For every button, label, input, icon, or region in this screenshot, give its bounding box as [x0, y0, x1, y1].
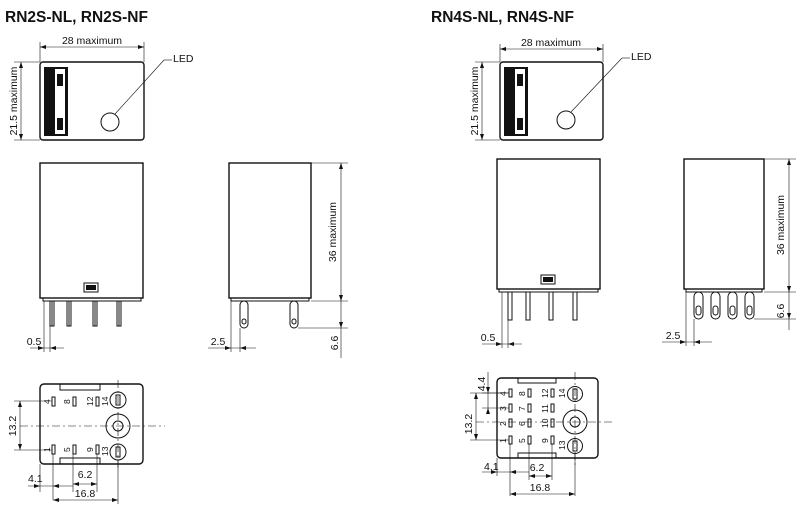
side-view-rn2s: 36 maximum 6.6 2.5 [208, 162, 348, 358]
pin-number: 5 [62, 447, 72, 452]
dim-13-2-rn2s: 13.2 [7, 416, 19, 437]
pin-number: 10 [540, 418, 550, 428]
pin-number: 8 [517, 391, 527, 396]
led-icon [100, 112, 120, 132]
pin-number: 13 [557, 440, 567, 450]
dim-4-1-rn4s: 4.1 [484, 461, 499, 473]
bottom-view-rn2s: 4 8 12 14 1 5 9 13 13.2 4.1 6.2 16.8 [7, 380, 165, 504]
dim-16-8-rn2s: 16.8 [75, 488, 96, 500]
side-pin-dim-rn2s: 2.5 [211, 336, 226, 348]
pin-number: 7 [517, 406, 527, 411]
pin-number: 12 [540, 388, 550, 398]
front-view-rn2s: 0.5 [27, 162, 144, 352]
pin-number: 3 [498, 406, 508, 411]
pinlen-dim-rn4s: 6.6 [775, 304, 787, 319]
pin-offset-dim-rn4s: 0.5 [481, 332, 496, 344]
pin-number: 9 [85, 447, 95, 452]
height36-dim-rn4s: 36 maximum [775, 195, 787, 255]
top-view-rn2s: 28 maximum 21.5 maximum LED [8, 35, 194, 141]
pin-number: 4 [498, 391, 508, 396]
width-dim-rn2s: 28 maximum [62, 35, 122, 47]
height-dim-rn2s: 21.5 maximum [8, 66, 20, 135]
dim-4-1-rn2s: 4.1 [28, 473, 43, 485]
pin-number: 4 [42, 399, 52, 404]
led-label-rn4s: LED [631, 51, 652, 63]
pin-number: 6 [517, 421, 527, 426]
pin-number: 13 [100, 446, 110, 456]
dim-13-2-rn4s: 13.2 [463, 414, 475, 435]
pin-number: 11 [540, 404, 550, 413]
pin-number: 5 [517, 438, 527, 443]
pin-offset-dim-rn2s: 0.5 [27, 336, 42, 348]
led-icon [556, 110, 576, 130]
front-view-rn4s: 0.5 [481, 158, 601, 348]
height-dim-rn4s: 21.5 maximum [469, 66, 481, 135]
pin-number: 9 [540, 438, 550, 443]
dim-6-2-rn2s: 6.2 [78, 469, 93, 481]
bottom-view-rn4s: 4 8 12 14 3 7 11 2 6 10 1 5 9 13 4.4 13.… [463, 372, 612, 496]
dim-4-4-rn4s: 4.4 [476, 377, 488, 392]
pinlen-dim-rn2s: 6.6 [329, 336, 341, 351]
top-view-rn4s: 28 maximum 21.5 maximum LED [469, 37, 652, 141]
dim-6-2-rn4s: 6.2 [530, 462, 545, 474]
side-pin-dim-rn4s: 2.5 [666, 330, 681, 342]
pin-number: 1 [498, 438, 508, 443]
title-rn4s: RN4S-NL, RN4S-NF [431, 9, 574, 26]
pin-number: 2 [498, 421, 508, 426]
width-dim-rn4s: 28 maximum [521, 37, 581, 49]
pin-number: 8 [62, 399, 72, 404]
pin-number: 12 [85, 396, 95, 406]
led-label-rn2s: LED [173, 53, 194, 65]
height36-dim-rn2s: 36 maximum [327, 202, 339, 262]
side-view-rn4s: 36 maximum 6.6 2.5 [662, 158, 796, 346]
pin-number: 14 [557, 388, 567, 398]
dim-16-8-rn4s: 16.8 [530, 482, 551, 494]
pin-number: 14 [100, 396, 110, 406]
pin-number: 1 [42, 447, 52, 452]
title-rn2s: RN2S-NL, RN2S-NF [5, 9, 148, 26]
